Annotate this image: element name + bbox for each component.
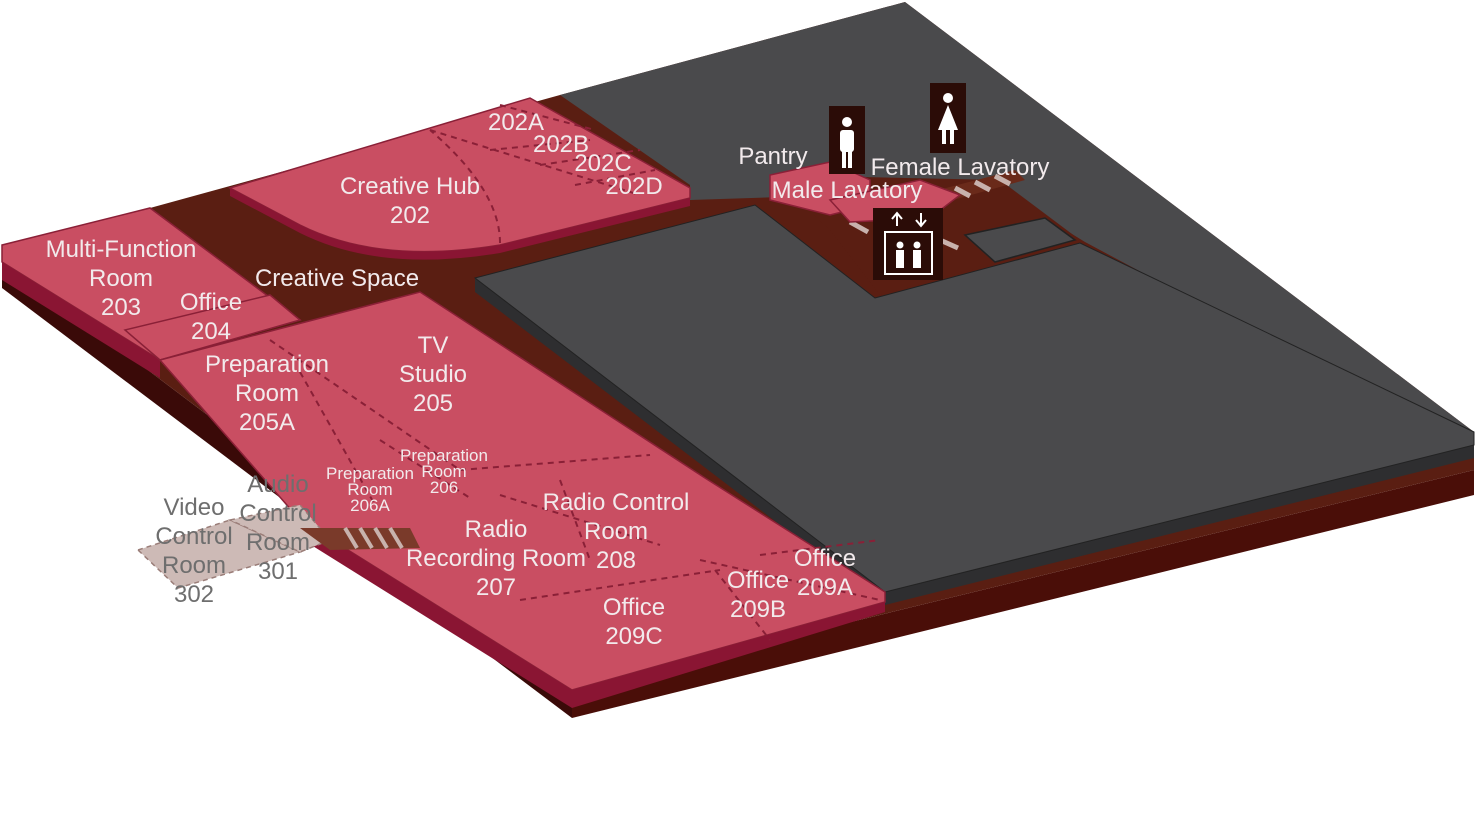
room-label-line: Radio Control bbox=[543, 489, 690, 516]
room-label-line: Pantry bbox=[738, 143, 807, 170]
room-label-line: Creative Hub bbox=[340, 173, 480, 200]
room-label-female_lav: Female Lavatory bbox=[871, 154, 1050, 181]
room-label-pantry: Pantry bbox=[738, 143, 807, 170]
room-label-line: Recording Room bbox=[406, 545, 586, 572]
male-person-icon bbox=[829, 106, 865, 174]
elevator-icon bbox=[873, 208, 943, 280]
room-label-line: Control bbox=[239, 500, 316, 527]
room-label-line: 301 bbox=[258, 558, 298, 585]
room-label-r202a: 202A bbox=[488, 109, 544, 136]
grey-block-side bbox=[475, 278, 885, 605]
room-label-line: 209A bbox=[797, 574, 853, 601]
room-label-line: 202 bbox=[390, 202, 430, 229]
creative-hub-edge bbox=[230, 188, 300, 233]
room-label-r202b: 202B bbox=[533, 131, 589, 158]
room-label-line: Female Lavatory bbox=[871, 154, 1050, 181]
ramp-stairs bbox=[300, 526, 420, 550]
room-label-line: Room bbox=[162, 552, 226, 579]
room-label-line: Control bbox=[155, 523, 232, 550]
room-label-creative_space: Creative Space bbox=[255, 265, 419, 292]
office-204-area bbox=[123, 294, 302, 361]
room-label-line: Preparation bbox=[326, 464, 414, 483]
room-label-line: 204 bbox=[191, 318, 231, 345]
room-label-line: 202C bbox=[574, 150, 631, 177]
room-label-line: Preparation bbox=[400, 446, 488, 465]
room-label-line: 209B bbox=[730, 596, 786, 623]
room-label-line: 206 bbox=[430, 478, 458, 497]
room-label-line: 302 bbox=[174, 581, 214, 608]
room-label-line: 202D bbox=[605, 173, 662, 200]
room-label-male_lav: Male Lavatory bbox=[772, 177, 923, 204]
grey-block-main bbox=[473, 204, 1475, 593]
room-label-line: 208 bbox=[596, 547, 636, 574]
west-wing-edge bbox=[2, 262, 160, 378]
room-label-line: 205 bbox=[413, 390, 453, 417]
room-label-line: Room bbox=[235, 380, 299, 407]
room-label-line: TV bbox=[418, 332, 449, 359]
slab-side-right bbox=[572, 470, 1474, 718]
room-label-line: 202A bbox=[488, 109, 544, 136]
room-label-line: Room bbox=[246, 529, 310, 556]
room-label-line: Radio bbox=[465, 516, 528, 543]
room-label-line: Office bbox=[727, 567, 789, 594]
studio-wing-edge-right bbox=[572, 602, 885, 708]
room-label-line: Studio bbox=[399, 361, 467, 388]
grey-block-side-right bbox=[885, 445, 1474, 605]
room-label-r202c: 202C bbox=[574, 150, 631, 177]
room-label-line: Room bbox=[347, 480, 392, 499]
room-label-line: 203 bbox=[101, 294, 141, 321]
studio-wing-edge bbox=[300, 520, 572, 708]
room-label-line: 202B bbox=[533, 131, 589, 158]
room-label-line: 205A bbox=[239, 409, 295, 436]
creative-hub-area bbox=[228, 97, 691, 253]
creative-hub-dividers bbox=[429, 104, 656, 244]
room-label-line: Male Lavatory bbox=[772, 177, 923, 204]
room-label-line: Office bbox=[603, 594, 665, 621]
room-label-line: 209C bbox=[605, 623, 662, 650]
room-label-line: Room bbox=[584, 518, 648, 545]
room-label-line: Office bbox=[180, 289, 242, 316]
grey-block-top bbox=[560, 2, 1474, 450]
creative-hub-edge-curve bbox=[300, 198, 690, 260]
room-label-line: Audio bbox=[247, 471, 308, 498]
room-label-r202d: 202D bbox=[605, 173, 662, 200]
room-label-line: Room bbox=[89, 265, 153, 292]
room-label-line: Room bbox=[421, 462, 466, 481]
room-label-line: 207 bbox=[476, 574, 516, 601]
room-label-line: Creative Space bbox=[255, 265, 419, 292]
core-grey-panel bbox=[963, 217, 1077, 263]
room-label-line: 206A bbox=[350, 496, 390, 515]
room-label-line: Office bbox=[794, 545, 856, 572]
female-person-icon bbox=[930, 83, 966, 153]
studio-dividers bbox=[269, 339, 881, 641]
room-label-line: Video bbox=[164, 494, 225, 521]
room-label-line: Multi-Function bbox=[46, 236, 197, 263]
room-label-line: Preparation bbox=[205, 351, 329, 378]
